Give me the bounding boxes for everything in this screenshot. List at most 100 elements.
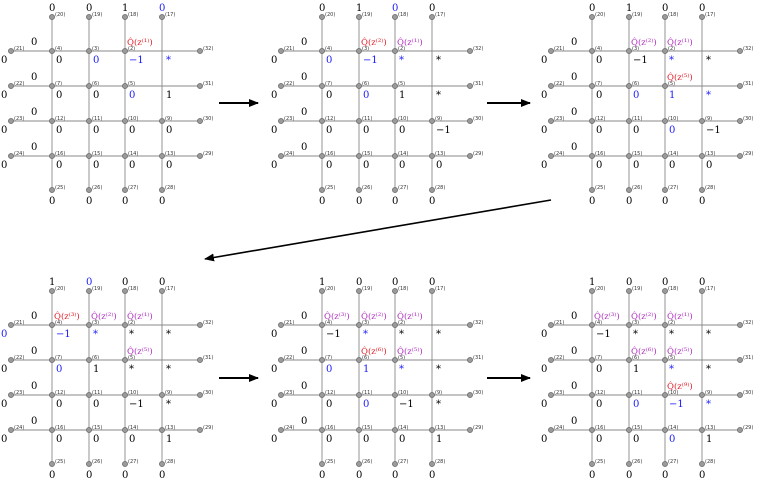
- grid-node-id: (16): [595, 151, 605, 157]
- grid-node-id: (12): [55, 390, 65, 396]
- cell-value: 0: [363, 90, 369, 101]
- bottom-boundary-value: 0: [356, 470, 362, 481]
- left-node-id: (22): [554, 355, 564, 361]
- cell-value: 0: [1, 364, 7, 375]
- bottom-boundary-value: 0: [699, 196, 705, 207]
- cell-value: 0: [363, 434, 369, 445]
- grid-node-id: (6): [92, 355, 99, 361]
- left-boundary-value: 0: [301, 346, 307, 357]
- grid-node: [699, 392, 705, 398]
- top-node: [429, 14, 435, 20]
- grid-node-id: (2): [398, 320, 405, 326]
- cell-value: *: [669, 364, 674, 375]
- left-boundary-value: 0: [31, 346, 37, 357]
- top-node-id: (20): [595, 12, 605, 18]
- grid-node-id: (29): [743, 425, 753, 431]
- grid-node: [737, 153, 743, 159]
- cell-value: 0: [271, 125, 277, 136]
- cell-value: 0: [596, 399, 602, 410]
- grid-node-id: (3): [362, 46, 369, 52]
- grid-node: [662, 392, 668, 398]
- lattice-panel-step-1: (20)(25)00(19)(26)00(18)(27)10(17)(28)00…: [1, 3, 213, 207]
- grid-node-id: (10): [398, 116, 408, 122]
- bottom-boundary-value: 0: [589, 196, 595, 207]
- left-node: [278, 427, 284, 433]
- grid-node: [589, 357, 595, 363]
- cell-value: *: [669, 55, 674, 66]
- bottom-node-id: (28): [165, 185, 175, 191]
- grid-node-id: (12): [325, 116, 335, 122]
- grid-node-id: (9): [435, 390, 442, 396]
- left-node: [548, 153, 554, 159]
- grid-node-id: (5): [128, 81, 135, 87]
- grid-node: [737, 83, 743, 89]
- cell-value: *: [436, 55, 441, 66]
- left-node-id: (24): [284, 425, 294, 431]
- grid-node: [392, 118, 398, 124]
- top-node-id: (18): [128, 12, 138, 18]
- bottom-node-id: (27): [128, 459, 138, 465]
- cell-value: 0: [56, 125, 62, 136]
- left-node-id: (22): [284, 355, 294, 361]
- top-node-id: (19): [362, 286, 372, 292]
- top-node: [122, 14, 128, 20]
- cell-value: 0: [1, 125, 7, 136]
- grid-node: [356, 357, 362, 363]
- top-node: [429, 288, 435, 294]
- grid-node: [626, 427, 632, 433]
- top-node-id: (20): [55, 286, 65, 292]
- cell-value: 1: [166, 90, 172, 101]
- cell-value: 0: [56, 55, 62, 66]
- grid-node-id: (10): [128, 116, 138, 122]
- grid-node-id: (31): [743, 355, 753, 361]
- left-node-id: (24): [14, 151, 24, 157]
- left-node-id: (24): [14, 425, 24, 431]
- left-node-id: (23): [554, 390, 564, 396]
- cell-value: 0: [271, 329, 277, 340]
- bottom-boundary-value: 0: [626, 470, 632, 481]
- grid-node: [86, 357, 92, 363]
- bottom-node-id: (26): [92, 459, 102, 465]
- grid-node-id: (15): [92, 425, 102, 431]
- cell-value: 0: [56, 364, 62, 375]
- q-hat-label: Q̂(z⁽⁵⁾): [667, 71, 693, 83]
- left-boundary-value: 0: [301, 142, 307, 153]
- grid-node-id: (7): [325, 355, 332, 361]
- cell-value: 0: [93, 399, 99, 410]
- left-node-id: (22): [14, 81, 24, 87]
- cell-value: *: [129, 364, 134, 375]
- cell-value: 0: [633, 160, 639, 171]
- grid-node: [49, 392, 55, 398]
- grid-node: [197, 322, 203, 328]
- top-boundary-value: 0: [86, 277, 92, 288]
- cell-value: 0: [271, 399, 277, 410]
- left-boundary-value: 0: [31, 311, 37, 322]
- grid-node-id: (5): [128, 355, 135, 361]
- grid-node: [356, 48, 362, 54]
- grid-node-id: (5): [668, 355, 675, 361]
- grid-node-id: (15): [632, 425, 642, 431]
- cell-value: 0: [669, 434, 675, 445]
- grid-node-id: (9): [165, 116, 172, 122]
- left-boundary-value: 0: [301, 107, 307, 118]
- grid-node-id: (32): [473, 320, 483, 326]
- cell-value: −1: [399, 399, 414, 410]
- q-hat-label: Q̂(z⁽³⁾): [324, 310, 350, 322]
- cell-value: −1: [436, 125, 451, 136]
- cell-value: *: [363, 329, 368, 340]
- left-node: [548, 83, 554, 89]
- grid-node-id: (12): [55, 116, 65, 122]
- q-hat-label: Q̂(z⁽²⁾): [631, 36, 657, 48]
- grid-node: [86, 427, 92, 433]
- grid-node-id: (10): [398, 390, 408, 396]
- top-node: [319, 14, 325, 20]
- left-node-id: (21): [14, 320, 24, 326]
- grid-node-id: (10): [668, 116, 678, 122]
- cell-value: 0: [596, 364, 602, 375]
- cell-value: 0: [541, 399, 547, 410]
- top-node: [392, 14, 398, 20]
- grid-node-id: (29): [203, 425, 213, 431]
- grid-node: [626, 83, 632, 89]
- top-boundary-value: 0: [49, 3, 55, 14]
- grid-node: [159, 153, 165, 159]
